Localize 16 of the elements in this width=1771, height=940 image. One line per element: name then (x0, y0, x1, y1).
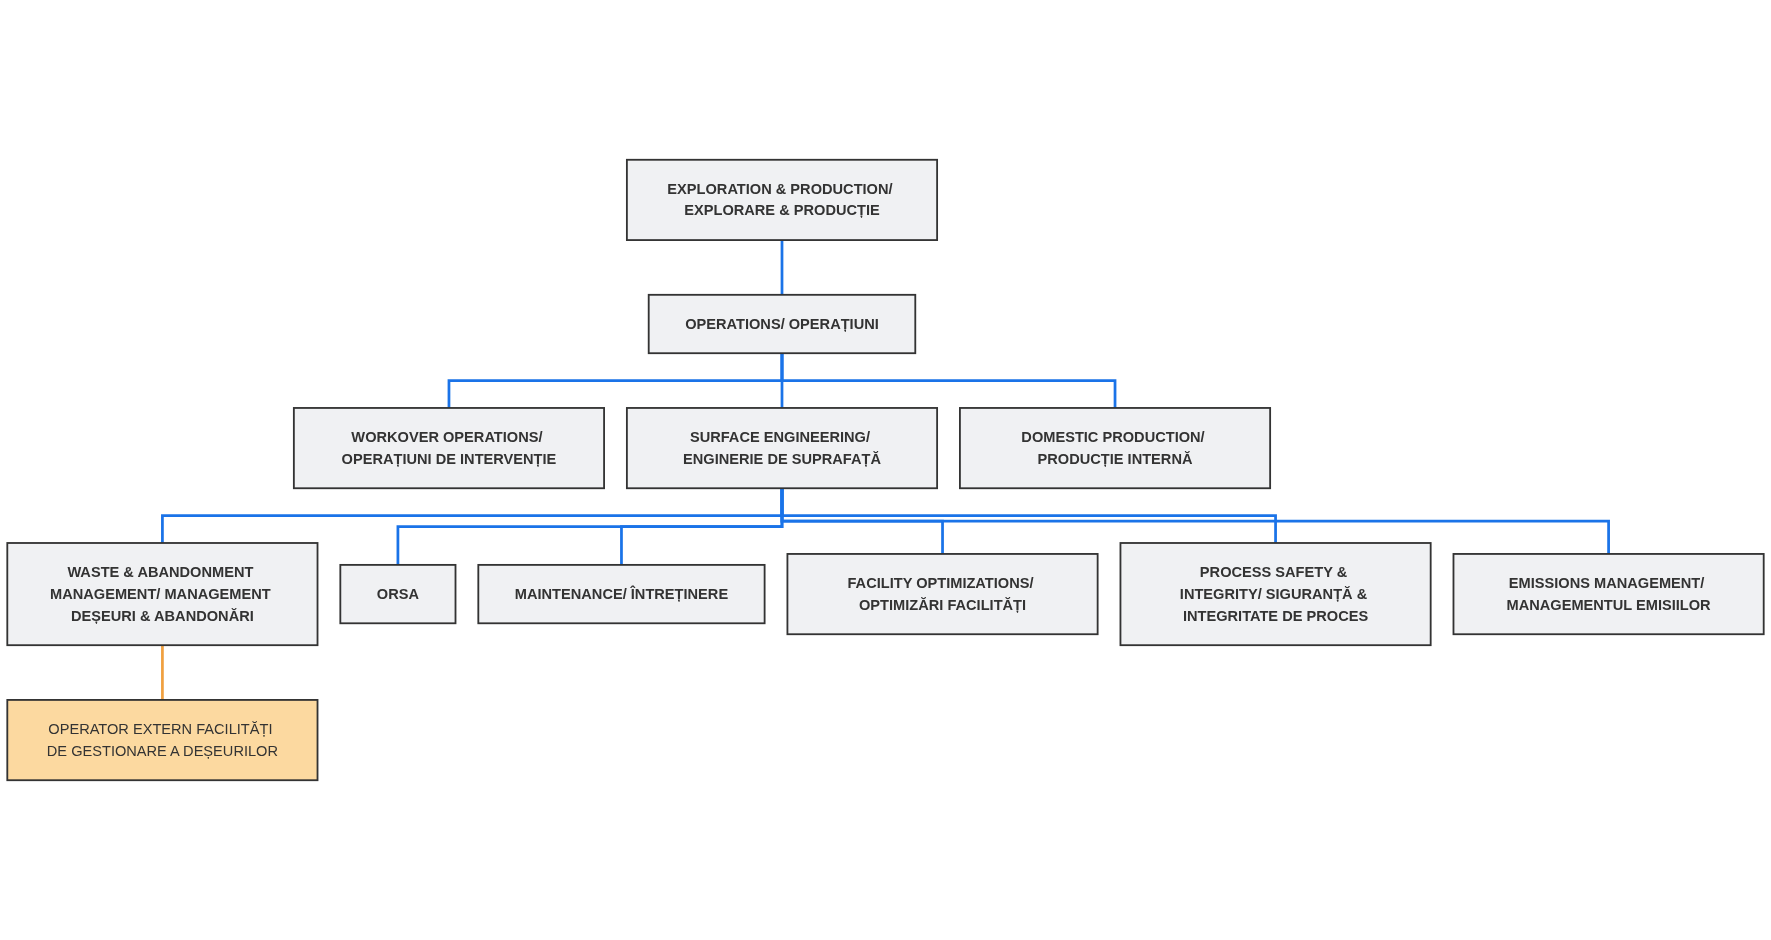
connector (780, 488, 1610, 554)
node-box: ORSA (339, 564, 457, 625)
node-box: OPERATIONS/ OPERAȚIUNI (647, 293, 917, 355)
node-box: SURFACE ENGINEERING/ ENGINERIE DE SUPRAFAȚĂ (626, 407, 938, 490)
node-box: WASTE & ABANDONMENT MANAGEMENT/ MANAGEMENT DEȘEURI & ABANDONĂRI (6, 542, 319, 647)
connector (780, 353, 1117, 408)
connector (161, 645, 164, 700)
node-box: EXPLORATION & PRODUCTION/ EXPLORARE & PRODUCȚIE (626, 158, 938, 241)
node-box: WORKOVER OPERATIONS/ OPERAȚIUNI DE INTERVENȚIE (292, 407, 605, 490)
node-box: FACILITY OPTIMIZATIONS/ OPTIMIZĂRI FACILITĂȚI (786, 553, 1099, 636)
node-box: PROCESS SAFETY & INTEGRITY/ SIGURANȚĂ & INTEGRITATE DE PROCES (1119, 542, 1432, 647)
node-box: OPERATOR EXTERN FACILITĂȚI DE GESTIONARE A DEȘEURILOR (6, 699, 319, 782)
connector (780, 240, 784, 295)
node-box: MAINTENANCE/ ÎNTREȚINERE (477, 564, 766, 625)
node-box: DOMESTIC PRODUCTION/ PRODUCȚIE INTERNĂ (959, 407, 1272, 490)
node-box: EMISSIONS MANAGEMENT/ MANAGEMENTUL EMISIILOR (1452, 553, 1765, 636)
